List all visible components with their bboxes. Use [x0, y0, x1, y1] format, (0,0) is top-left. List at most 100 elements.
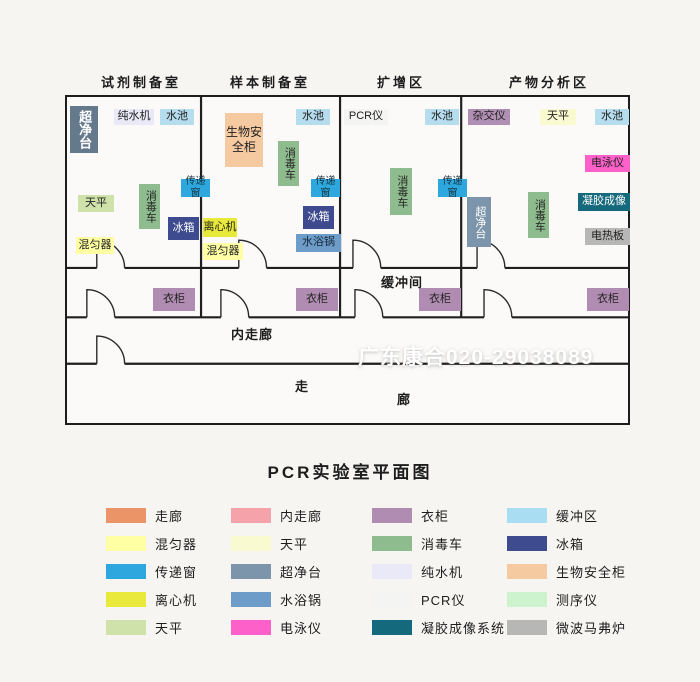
legend-item: 凝胶成像系统 [372, 620, 506, 636]
legend-item: 内走廊 [231, 508, 323, 524]
legend-item: 超净台 [231, 564, 323, 580]
legend-label: 离心机 [155, 593, 198, 608]
legend-label: 纯水机 [421, 565, 464, 580]
room-label-reagent-prep: 试剂制备室 [100, 75, 181, 90]
legend-column-4: 缓冲区 冰箱 生物安全柜 测序仪 微波马弗炉 [507, 508, 627, 636]
inner-corridor-label: 内走廊 [230, 327, 273, 342]
legend-item: 水浴锅 [231, 592, 323, 608]
equip-disinfect-cart: 消毒车 [528, 192, 549, 238]
legend-item: 纯水机 [372, 564, 505, 580]
legend-swatch-water-bath [231, 592, 271, 607]
legend-label: 凝胶成像系统 [421, 621, 506, 636]
equip-mixer: 混匀器 [203, 243, 243, 260]
watermark-text: 广东康合020-29038089 [358, 346, 594, 369]
legend-item: 缓冲区 [507, 508, 626, 524]
legend-label: 传递窗 [155, 565, 198, 580]
legend-item: PCR仪 [372, 592, 505, 608]
equip-wardrobe: 衣柜 [153, 288, 195, 311]
corridor-label-char2: 廊 [397, 392, 412, 407]
legend-label: 水浴锅 [280, 593, 323, 608]
legend-swatch-corridor [106, 508, 146, 523]
corridor-label-char1: 走 [295, 379, 310, 394]
equip-centrifuge: 离心机 [203, 218, 237, 237]
legend-swatch-muffle-furnace [507, 620, 547, 635]
door-arc [354, 288, 384, 318]
equip-electrophoresis: 电泳仪 [585, 155, 630, 172]
legend-label: 走廊 [155, 509, 184, 524]
legend-item: 传递窗 [106, 564, 198, 580]
equip-balance: 天平 [540, 109, 576, 125]
equip-biosafety-cabinet: 生物安全柜 [225, 113, 263, 167]
legend-swatch-centrifuge [106, 592, 146, 607]
legend-swatch-wardrobe [372, 508, 412, 523]
legend-swatch-pcr-machine [372, 592, 412, 607]
legend-label: 超净台 [280, 565, 323, 580]
equip-sink: 水池 [160, 109, 194, 125]
legend-item: 衣柜 [372, 508, 505, 524]
legend-item: 混匀器 [106, 536, 197, 552]
buffer-room-label: 缓冲间 [380, 275, 423, 290]
room-label-sample-prep: 样本制备室 [229, 75, 310, 90]
legend-label: 内走廊 [280, 509, 323, 524]
legend-swatch-clean-bench [231, 564, 271, 579]
legend-swatch-electrophoresis [231, 620, 271, 635]
equip-fridge: 冰箱 [168, 217, 199, 240]
equip-disinfect-cart: 消毒车 [139, 184, 160, 229]
door-arc [352, 239, 382, 268]
equip-water-purifier: 纯水机 [114, 109, 154, 125]
legend-label: 冰箱 [556, 537, 585, 552]
equip-gel-imaging: 凝胶成像 [578, 193, 630, 211]
legend-swatch-gel-imaging [372, 620, 412, 635]
floorplan: 超净台 纯水机 水池 天平 消毒车 传递窗 冰箱 混匀器 生物安全柜 水池 消毒… [65, 95, 630, 425]
legend-item: 生物安全柜 [507, 564, 627, 580]
equip-pass-box: 传递窗 [438, 176, 467, 199]
equip-disinfect-cart: 消毒车 [390, 168, 412, 215]
equip-water-bath: 水浴锅 [296, 234, 341, 252]
door-arc [483, 288, 513, 318]
legend-swatch-disinfect-cart [372, 536, 412, 551]
legend-column-3: 衣柜 消毒车 纯水机 PCR仪 凝胶成像系统 [372, 508, 506, 636]
legend-swatch-mixer [106, 536, 146, 551]
legend-label: 生物安全柜 [556, 565, 627, 580]
legend-item: 离心机 [106, 592, 198, 608]
legend-swatch-balance-green [106, 620, 146, 635]
legend-label: 天平 [280, 537, 309, 552]
equip-hybridizer: 杂交仪 [468, 109, 510, 125]
legend-label: PCR仪 [421, 593, 466, 608]
legend-label: 微波马弗炉 [556, 621, 627, 636]
door-arc [238, 239, 268, 268]
equip-clean-bench: 超净台 [467, 197, 491, 247]
legend-item: 冰箱 [507, 536, 626, 552]
legend-item: 天平 [231, 536, 322, 552]
legend-label: 消毒车 [421, 537, 464, 552]
equip-balance: 天平 [78, 195, 114, 212]
legend-label: 测序仪 [556, 593, 599, 608]
equip-wardrobe: 衣柜 [419, 288, 461, 311]
room-label-amplification: 扩增区 [376, 75, 425, 90]
legend-item: 微波马弗炉 [507, 620, 627, 636]
equip-sink: 水池 [595, 109, 629, 125]
equip-pcr-machine: PCR仪 [344, 109, 388, 125]
equip-mixer: 混匀器 [76, 237, 114, 254]
legend-item: 走廊 [106, 508, 197, 524]
equip-wardrobe: 衣柜 [296, 288, 338, 311]
door-arc [86, 288, 116, 318]
legend-item: 测序仪 [507, 592, 626, 608]
equip-pass-box: 传递窗 [181, 176, 210, 199]
legend-swatch-water-purifier [372, 564, 412, 579]
legend-swatch-buffer-zone [507, 508, 547, 523]
equip-pass-box: 传递窗 [311, 176, 340, 199]
equip-hot-plate: 电热板 [585, 228, 630, 245]
legend-label: 天平 [155, 621, 184, 636]
legend-label: 电泳仪 [280, 621, 323, 636]
legend-swatch-fridge [507, 536, 547, 551]
room-label-product-analysis: 产物分析区 [508, 75, 589, 90]
equip-wardrobe: 衣柜 [587, 288, 629, 311]
legend-swatch-sequencer [507, 592, 547, 607]
legend-swatch-pass-box [106, 564, 146, 579]
equip-fridge: 冰箱 [303, 206, 334, 229]
door-arc [220, 288, 250, 318]
legend-item: 消毒车 [372, 536, 505, 552]
equip-sink: 水池 [425, 109, 459, 125]
